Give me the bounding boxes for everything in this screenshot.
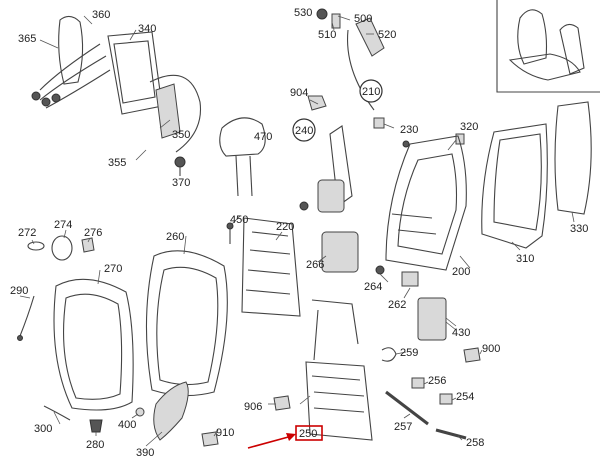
callout-230: 230 bbox=[400, 124, 418, 136]
callout-360: 360 bbox=[92, 9, 110, 21]
rod-258 bbox=[435, 428, 467, 440]
inset-seat-thumbnail bbox=[496, 0, 600, 93]
callout-210: 210 bbox=[362, 86, 380, 98]
callout-260: 260 bbox=[166, 231, 184, 243]
cable-300 bbox=[43, 405, 71, 421]
seat-pan-250 bbox=[305, 299, 373, 441]
highlight-arrow-250 bbox=[247, 425, 323, 449]
callout-254: 254 bbox=[456, 391, 474, 403]
part-264 bbox=[375, 265, 385, 275]
callout-266: 266 bbox=[306, 259, 324, 271]
rod-257 bbox=[385, 390, 429, 426]
callout-910: 910 bbox=[216, 427, 234, 439]
callout-470: 470 bbox=[254, 131, 272, 143]
callout-270: 270 bbox=[104, 263, 122, 275]
seat-frame-220 bbox=[241, 217, 301, 317]
part-210 bbox=[359, 79, 385, 129]
callout-276: 276 bbox=[84, 227, 102, 239]
connector-904 bbox=[307, 95, 327, 111]
clip-276 bbox=[81, 237, 95, 253]
bolt-450 bbox=[226, 222, 234, 244]
callout-350: 350 bbox=[172, 129, 190, 141]
adjuster-motor-240 bbox=[292, 118, 353, 213]
backrest-frame-340 bbox=[31, 15, 202, 153]
cable-290 bbox=[17, 295, 35, 341]
disc-274 bbox=[51, 235, 73, 261]
screw-370 bbox=[174, 156, 186, 176]
callout-257: 257 bbox=[394, 421, 412, 433]
callout-274: 274 bbox=[54, 219, 72, 231]
clip-259 bbox=[381, 347, 397, 362]
back-cover-330 bbox=[554, 101, 592, 215]
callout-300: 300 bbox=[34, 423, 52, 435]
rear-panel-310 bbox=[481, 123, 548, 249]
callout-510: 510 bbox=[318, 29, 336, 41]
callout-labels: 360 340 365 530 500 510 520 904 210 470 … bbox=[10, 7, 588, 459]
connector-900 bbox=[463, 347, 481, 363]
callout-259: 259 bbox=[400, 347, 418, 359]
part-256 bbox=[411, 377, 425, 389]
ring-272 bbox=[27, 241, 45, 251]
callout-220: 220 bbox=[276, 221, 294, 233]
callout-330: 330 bbox=[570, 223, 588, 235]
callout-200: 200 bbox=[452, 266, 470, 278]
callout-390: 390 bbox=[136, 447, 154, 459]
callout-520: 520 bbox=[378, 29, 396, 41]
trim-390 bbox=[153, 381, 189, 441]
callout-904: 904 bbox=[290, 87, 308, 99]
part-230 bbox=[402, 140, 410, 148]
part-262 bbox=[401, 271, 419, 287]
callout-900: 900 bbox=[482, 343, 500, 355]
connector-906 bbox=[273, 395, 291, 411]
module-430 bbox=[417, 297, 457, 341]
backrest-shell-200 bbox=[385, 135, 467, 271]
lumbar-350 bbox=[155, 83, 181, 139]
callout-280: 280 bbox=[86, 439, 104, 451]
callout-258: 258 bbox=[466, 437, 484, 449]
callout-400: 400 bbox=[118, 419, 136, 431]
callout-430: 430 bbox=[452, 327, 470, 339]
callout-355: 355 bbox=[108, 157, 126, 169]
leader-lines bbox=[19, 15, 575, 447]
part-280 bbox=[89, 419, 103, 433]
callout-272: 272 bbox=[18, 227, 36, 239]
callout-290: 290 bbox=[10, 285, 28, 297]
control-panel-266 bbox=[321, 231, 359, 273]
callout-450: 450 bbox=[230, 214, 248, 226]
seat-cover-260 bbox=[145, 250, 228, 397]
callout-500: 500 bbox=[354, 13, 372, 25]
seat-cushion-270 bbox=[53, 278, 134, 411]
callout-264: 264 bbox=[364, 281, 382, 293]
callout-370: 370 bbox=[172, 177, 190, 189]
callout-530: 530 bbox=[294, 7, 312, 19]
callout-340: 340 bbox=[138, 23, 156, 35]
callout-250: 250 bbox=[299, 428, 317, 440]
callout-310: 310 bbox=[516, 253, 534, 265]
callout-256: 256 bbox=[428, 375, 446, 387]
callout-906: 906 bbox=[244, 401, 262, 413]
callout-320: 320 bbox=[460, 121, 478, 133]
part-254 bbox=[439, 393, 453, 405]
callout-262: 262 bbox=[388, 299, 406, 311]
callout-240: 240 bbox=[295, 125, 313, 137]
headrest-470 bbox=[219, 117, 266, 197]
hardware-cluster-top bbox=[316, 8, 385, 111]
callout-365: 365 bbox=[18, 33, 36, 45]
